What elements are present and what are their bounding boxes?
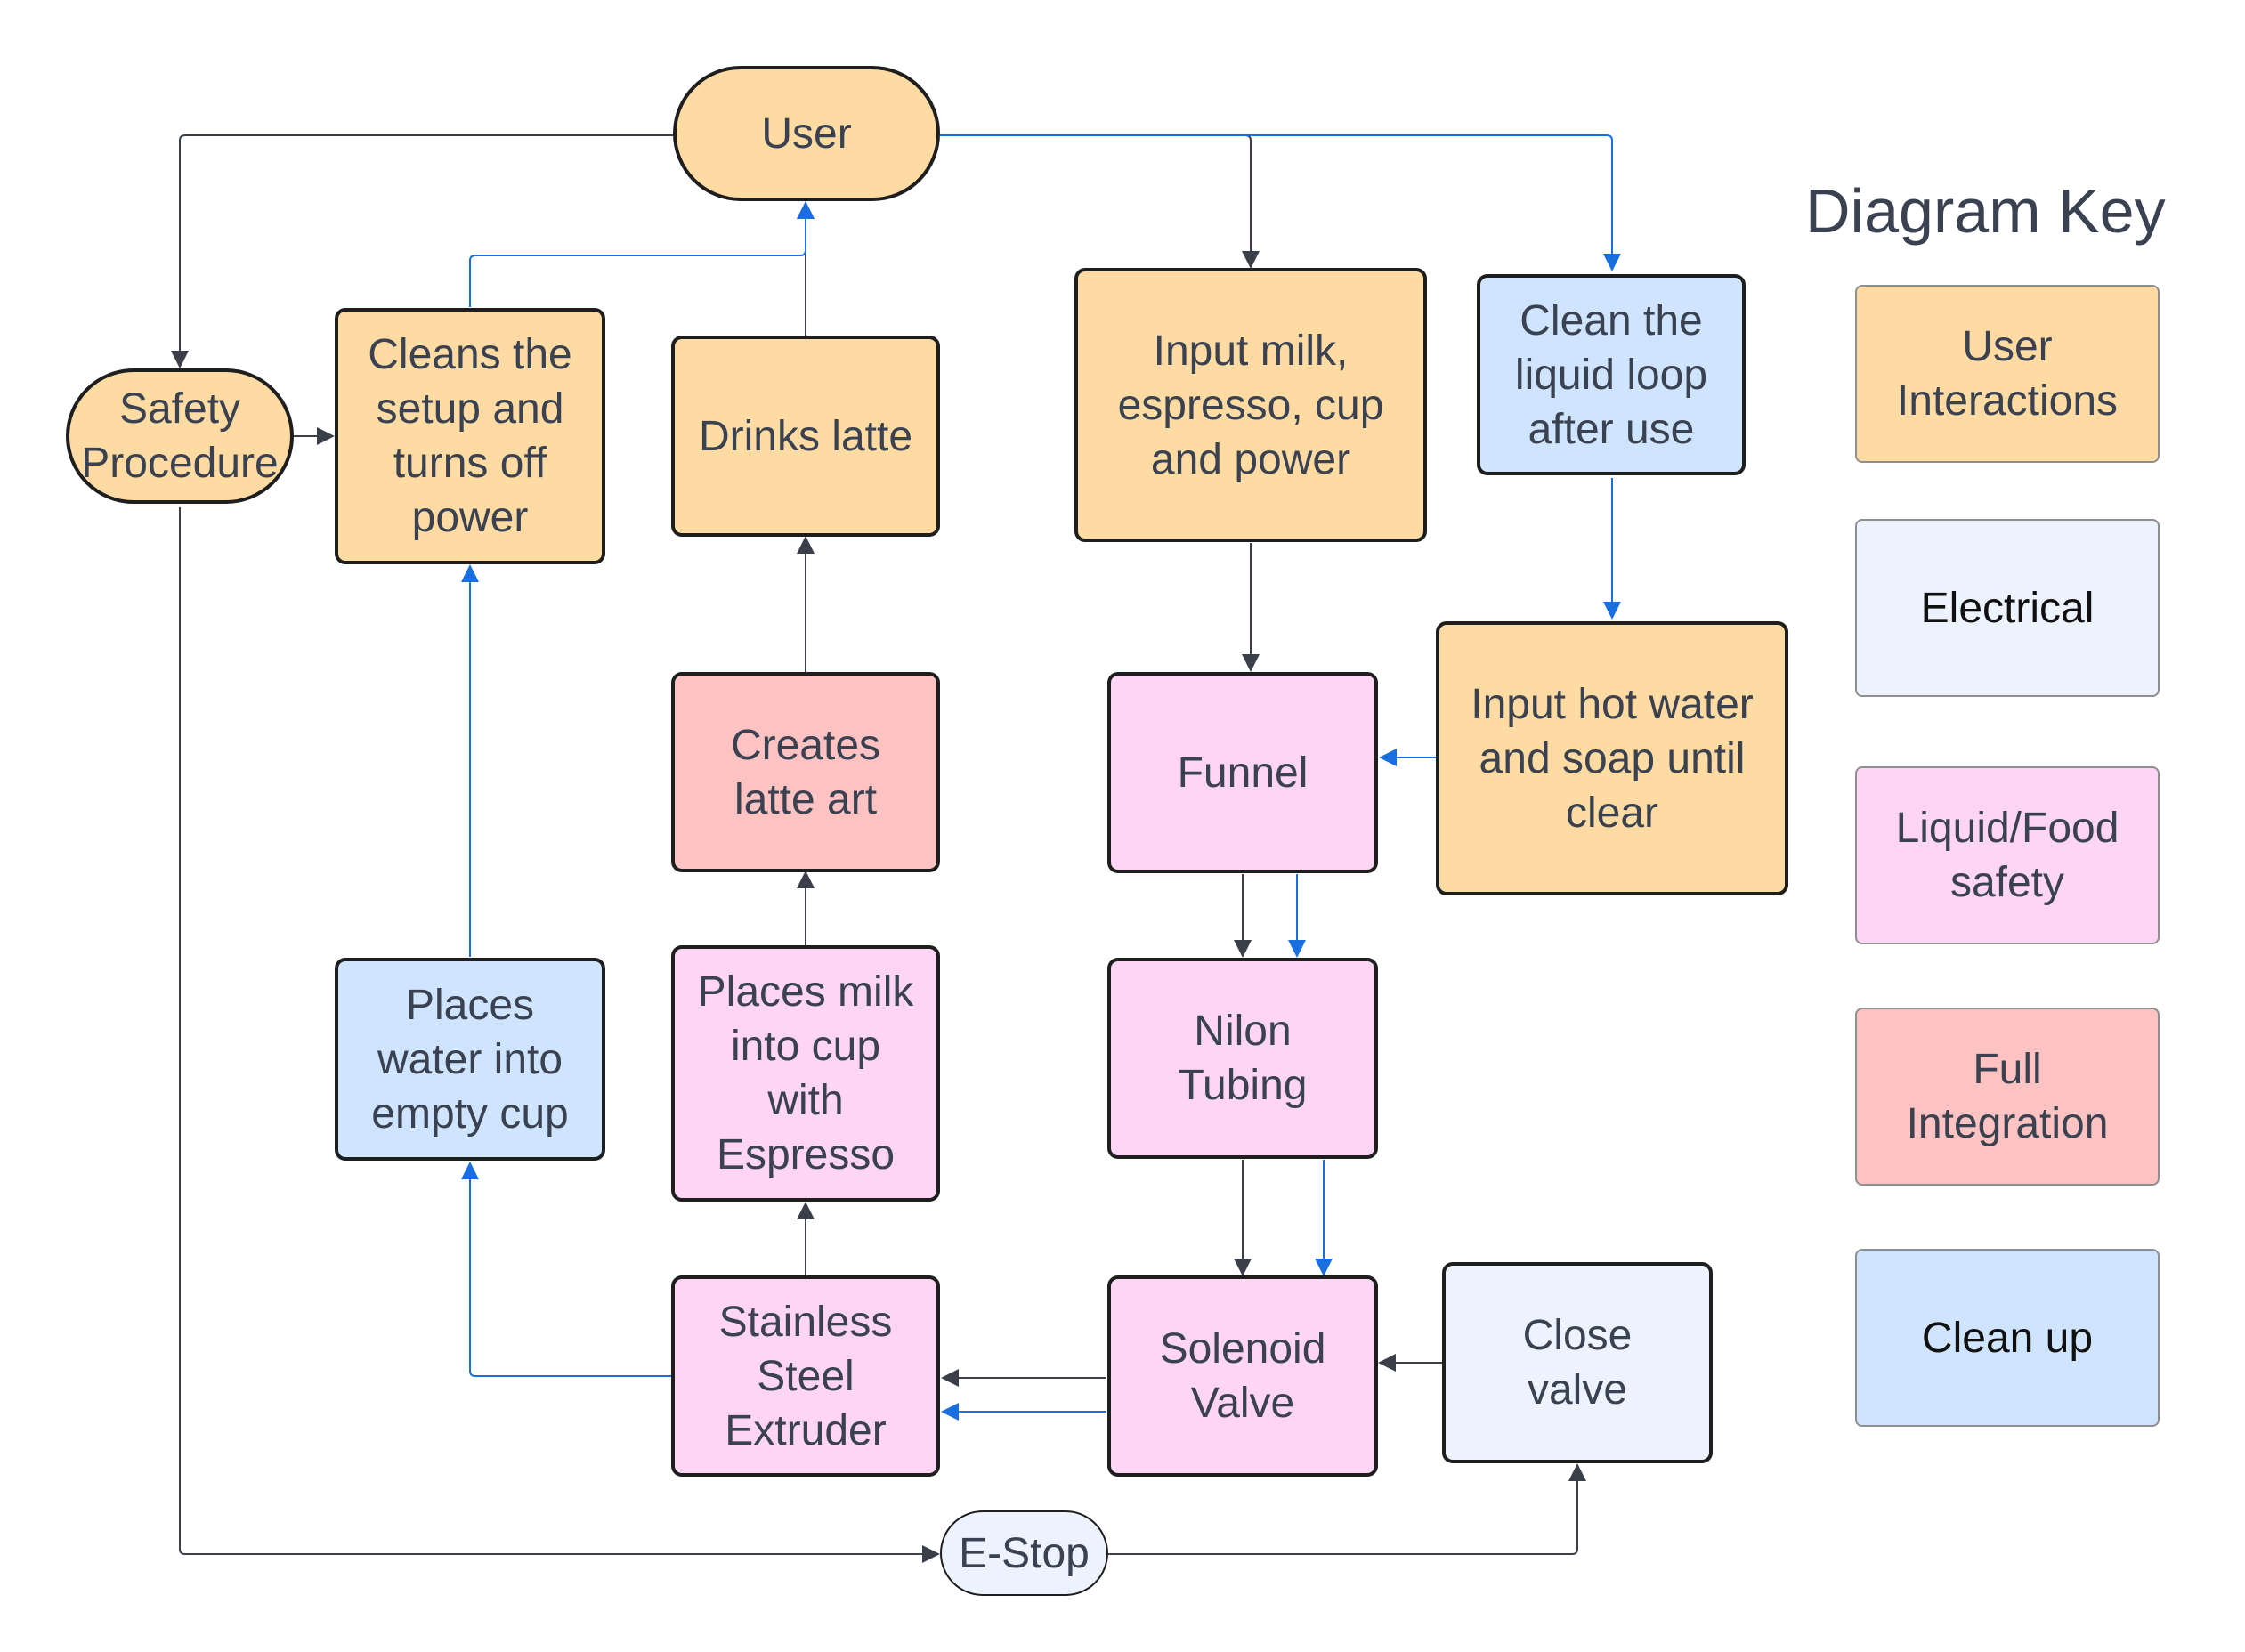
key-full-integration: Full Integration [1855,1008,2160,1186]
key-liquid-food-safety: Liquid/Food safety [1855,766,2160,944]
arrow-estop-to-close-valve [1108,1463,1586,1555]
arrow-safety-to-estop [179,507,940,1563]
close-valve-node: Close valve [1442,1262,1713,1463]
user-node: User [673,66,940,201]
clean-loop-node: Clean the liquid loop after use [1477,274,1746,475]
nilon-tubing-node: Nilon Tubing [1107,958,1378,1159]
funnel-node: Funnel [1107,672,1378,873]
arrow-user-to-safety [171,134,673,368]
key-clean-up: Clean up [1855,1249,2160,1427]
drinks-latte-node: Drinks latte [671,336,940,537]
key-user-interactions: User Interactions [1855,285,2160,463]
arrow-extruder-to-places-water [461,1162,671,1377]
places-milk-node: Places milk into cup with Espresso [671,945,940,1202]
input-milk-node: Input milk, espresso, cup and power [1074,268,1427,542]
creates-latte-art-node: Creates latte art [671,672,940,872]
cleans-setup-node: Cleans the setup and turns off power [335,308,605,564]
extruder-node: Stainless Steel Extruder [671,1275,940,1477]
hot-water-node: Input hot water and soap until clear [1436,621,1788,895]
arrow-user-to-clean-loop [940,134,1621,271]
diagram-key-title: Diagram Key [1805,176,2166,246]
key-electrical: Electrical [1855,519,2160,697]
solenoid-valve-node: Solenoid Valve [1107,1275,1378,1477]
places-water-node: Places water into empty cup [335,958,605,1161]
arrow-cleans-to-user [469,201,815,307]
safety-procedure-node: Safety Procedure [66,368,294,504]
estop-node: E-Stop [940,1510,1108,1596]
arrow-user-to-input-milk [940,134,1260,269]
